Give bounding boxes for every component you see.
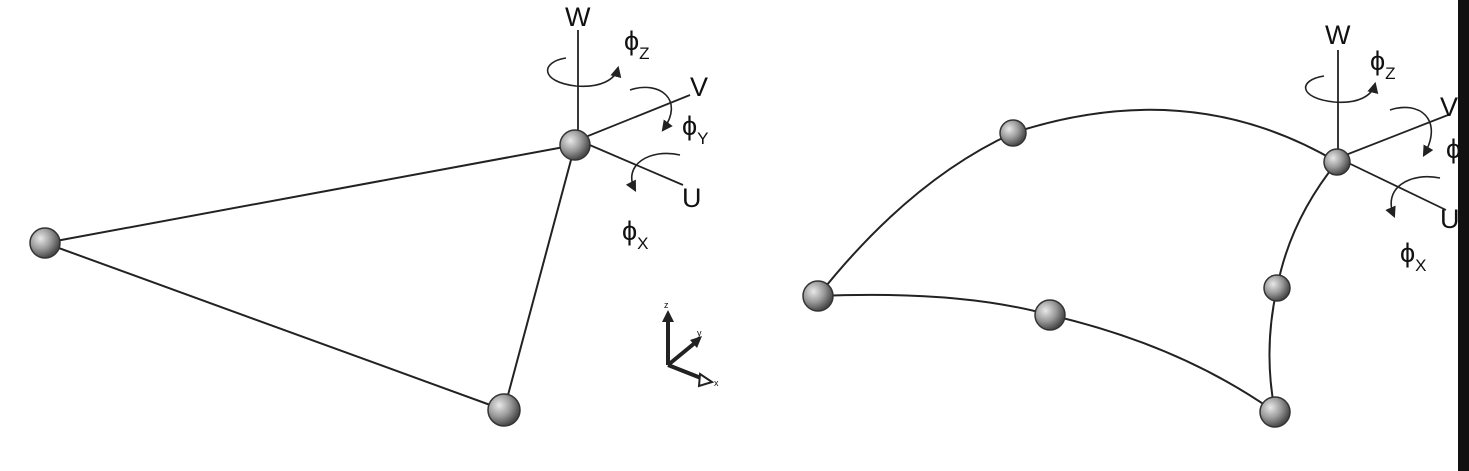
right-curve-corner-to-mid-right — [1276, 161, 1338, 289]
triad-y-label: y — [697, 328, 702, 338]
right-phi-x-rotation-arrow — [1385, 176, 1441, 219]
left-phi-y-rotation-arrow — [629, 86, 673, 132]
left-phi-x-rotation-arrow — [625, 152, 681, 192]
right-node-corner — [1323, 148, 1351, 176]
right-v-label: V — [1440, 92, 1458, 122]
left-node-2 — [559, 129, 591, 161]
right-w-label: W — [1325, 20, 1351, 50]
left-phi-z-label: ϕZ — [624, 26, 650, 63]
right-node-top — [999, 119, 1027, 147]
triad-z-label: z — [664, 300, 669, 310]
right-node-bottom-mid — [1034, 299, 1066, 331]
right-curve-left-to-top — [817, 132, 1014, 297]
right-curve-top-to-corner — [1012, 108, 1338, 163]
left-phi-y-label: ϕY — [682, 111, 708, 148]
left-edge-node1-node2 — [44, 144, 576, 244]
right-phi-z-label: ϕZ — [1370, 46, 1396, 83]
right-node-left — [802, 280, 834, 312]
right-u-label: U — [1440, 204, 1460, 234]
right-curve-left-to-bottom-mid — [817, 293, 1051, 316]
left-v-axis — [577, 94, 691, 141]
left-edge-node1-node3 — [44, 242, 505, 411]
left-v-label: V — [690, 72, 708, 102]
right-phi-y-rotation-arrow — [1389, 106, 1434, 157]
right-node-bottom-right — [1259, 396, 1291, 428]
right-phi-x-label: ϕX — [1400, 238, 1426, 275]
right-phi-y-label-partial: ϕ — [1446, 134, 1461, 164]
left-node-1 — [29, 227, 61, 259]
left-panel: W ϕZ V ϕY U ϕX z y x — [29, 2, 719, 427]
right-curve-mid-right-to-bottom-right — [1268, 287, 1278, 413]
scan-border-right — [1458, 0, 1469, 471]
left-edge-node3-node2 — [503, 144, 576, 411]
right-curve-bottom-mid-to-bottom-right — [1049, 314, 1276, 413]
right-panel: W ϕZ V ϕ U ϕX — [802, 20, 1461, 428]
left-node-3 — [487, 393, 521, 427]
right-u-axis — [1337, 157, 1447, 211]
left-phi-x-label: ϕX — [622, 216, 648, 253]
global-axis-triad: z y x — [662, 300, 719, 388]
triad-x-label: x — [714, 378, 719, 388]
left-w-label: W — [565, 2, 591, 32]
left-u-axis — [577, 139, 684, 186]
right-node-mid-right — [1263, 274, 1291, 302]
left-u-label: U — [682, 183, 702, 213]
right-phi-z-rotation-arrow — [1304, 75, 1379, 104]
left-phi-z-rotation-arrow — [546, 57, 622, 88]
